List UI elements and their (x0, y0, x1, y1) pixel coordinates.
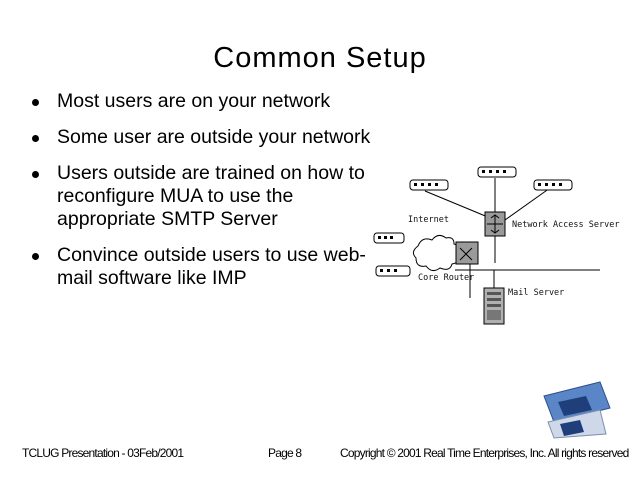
bullet-text: Convince outside users to use web- mail … (57, 244, 366, 289)
footer-left: TCLUG Presentation - 03Feb/2001 (22, 446, 184, 460)
mail-server-label: Mail Server (508, 288, 565, 298)
slide-title: Common Setup (213, 42, 427, 74)
bullet-dot-icon (32, 171, 39, 178)
footer-page-number: Page 8 (268, 446, 302, 460)
bullet-text: Some user are outside your network (57, 126, 371, 148)
core-router-icon (455, 241, 479, 265)
network-diagram-graphic (373, 166, 600, 325)
network-diagram: Internet Network Access Server Core Rout… (370, 158, 640, 348)
bullet-dot-icon (32, 253, 39, 260)
core-router-label: Core Router (418, 273, 475, 283)
bullet-list: Most users are on your network Some user… (32, 90, 377, 303)
company-logo-icon (543, 381, 611, 439)
bullet-item: Most users are on your network (32, 90, 377, 113)
network-access-server-icon (484, 211, 506, 237)
bullet-dot-icon (32, 99, 39, 106)
bullet-text: Users outside are trained on how to reco… (57, 162, 365, 230)
footer-copyright: Copyright © 2001 Real Time Enterprises, … (340, 446, 629, 460)
bullet-text: Most users are on your network (57, 90, 331, 112)
mail-server-icon (483, 287, 505, 325)
bullet-item: Users outside are trained on how to reco… (32, 162, 377, 231)
bullet-dot-icon (32, 135, 39, 142)
company-logo (540, 378, 616, 440)
internet-cloud-icon (412, 234, 460, 272)
modem-icon (373, 166, 573, 277)
bullet-item: Convince outside users to use web- mail … (32, 244, 377, 290)
internet-label: Internet (408, 215, 449, 225)
network-access-server-label: Network Access Server (512, 220, 620, 230)
bullet-item: Some user are outside your network (32, 126, 377, 149)
